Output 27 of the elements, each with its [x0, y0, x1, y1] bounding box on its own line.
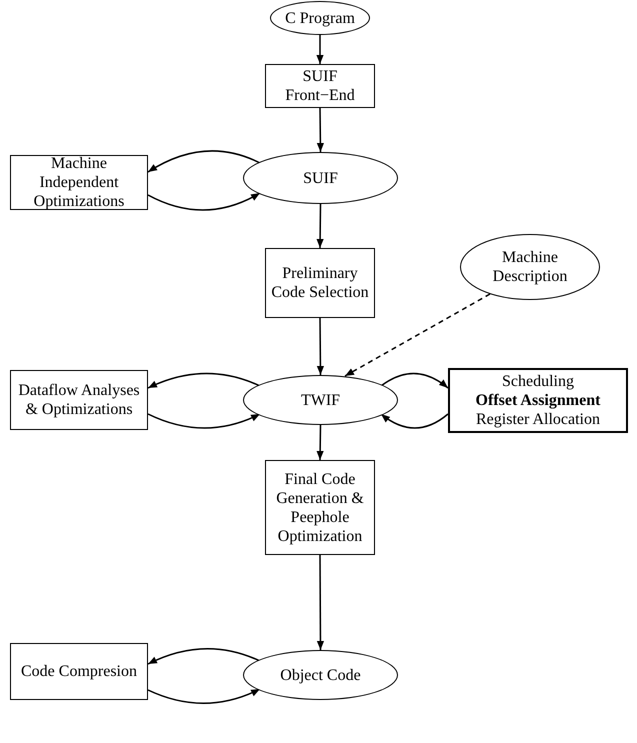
- arrow: [148, 648, 260, 665]
- data-ellipse: TWIF: [243, 375, 398, 425]
- arrow: [380, 413, 448, 429]
- data-ellipse: SUIF: [243, 152, 398, 204]
- arrow: [316, 318, 324, 375]
- process-box: Preliminary Code Selection: [265, 248, 375, 318]
- arrow: [148, 413, 260, 429]
- arrow: [148, 688, 260, 704]
- process-box: Dataflow Analyses & Optimizations: [10, 370, 148, 430]
- arrow: [316, 204, 324, 248]
- arrow: [380, 372, 448, 389]
- process-box: Machine Independent Optimizations: [10, 155, 148, 210]
- data-ellipse: Machine Description: [460, 234, 600, 300]
- process-box: SUIF Front−End: [265, 64, 375, 108]
- dashed-arrow: [344, 293, 490, 377]
- data-ellipse: Object Code: [243, 650, 398, 700]
- arrow: [316, 108, 324, 152]
- process-box: Scheduling Offset Assignment Register Allocation: [448, 368, 628, 433]
- arrow: [316, 424, 324, 460]
- process-box: Code Compresion: [10, 643, 148, 700]
- arrow: [316, 35, 324, 64]
- process-box: Final Code Generation & Peephole Optimization: [265, 460, 375, 555]
- arrow: [148, 372, 260, 389]
- arrow: [316, 555, 324, 650]
- arrow: [148, 150, 260, 173]
- arrow: [148, 192, 260, 211]
- data-ellipse: C Program: [270, 1, 370, 35]
